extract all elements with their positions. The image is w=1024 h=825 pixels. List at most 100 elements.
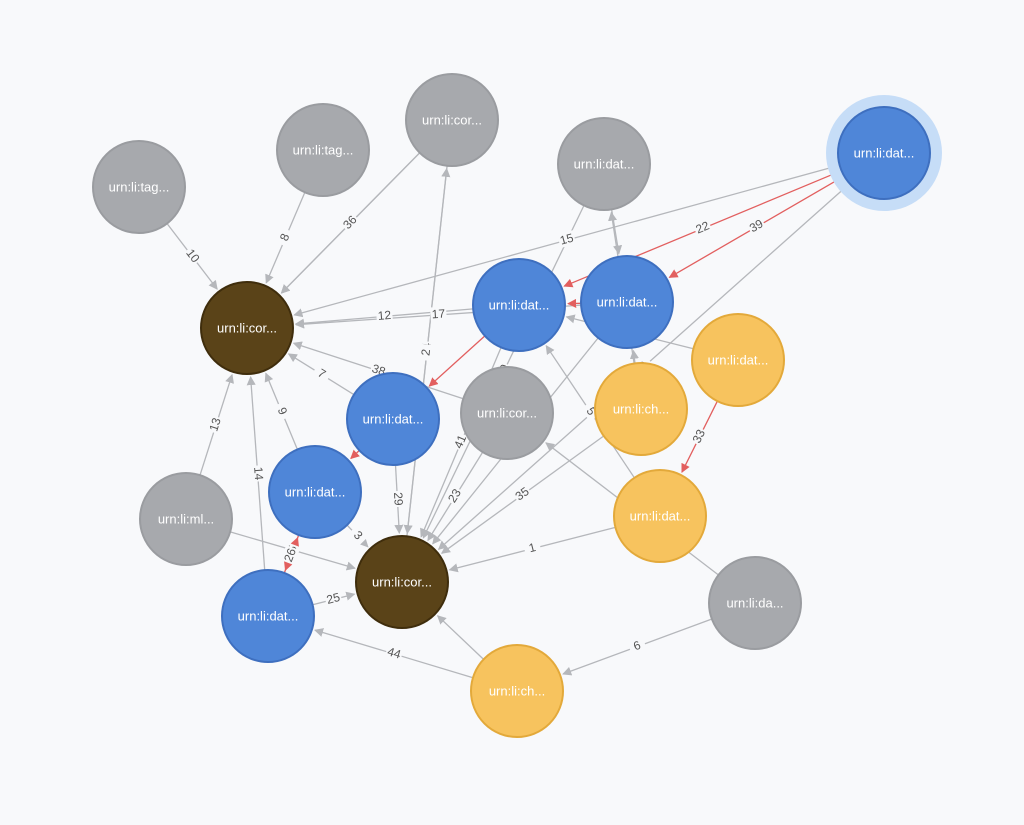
node-circle[interactable]: [594, 362, 688, 456]
node-circle[interactable]: [557, 117, 651, 211]
graph-node-n6[interactable]: urn:li:cor...: [200, 281, 294, 375]
edge-n4-n8[interactable]: [610, 209, 623, 255]
edge-label: 6: [631, 638, 642, 654]
graph-node-n13[interactable]: urn:li:ml...: [139, 472, 233, 566]
edge-label-group: 3: [347, 524, 369, 546]
edge-label-background: [182, 245, 204, 267]
edge-label-group: 15: [557, 230, 577, 249]
node-label: urn:li:cor...: [477, 406, 537, 421]
graph-node-n5[interactable]: urn:li:dat...: [826, 95, 942, 211]
edge-label: 9: [275, 405, 291, 417]
node-label: urn:li:dat...: [363, 412, 424, 427]
edge-label: 29: [391, 492, 406, 506]
edge-label-background: [323, 589, 343, 608]
edge-label-background: [557, 230, 577, 249]
node-circle[interactable]: [405, 73, 499, 167]
edge-label: 25: [325, 590, 342, 607]
edge-label-group: 12: [375, 307, 393, 324]
edge-label-group: 1: [522, 538, 542, 557]
edge-label-background: [275, 227, 295, 248]
node-circle[interactable]: [92, 140, 186, 234]
edge-label-group: 14: [251, 464, 267, 482]
node-circle[interactable]: [200, 281, 294, 375]
graph-node-n14[interactable]: urn:li:dat...: [268, 445, 362, 539]
edge-label-group: 23: [444, 485, 465, 507]
node-label: urn:li:cor...: [372, 575, 432, 590]
edge-label: 23: [445, 486, 464, 505]
graph-node-n12[interactable]: urn:li:ch...: [594, 362, 688, 456]
graph-node-n2[interactable]: urn:li:tag...: [276, 103, 370, 197]
node-circle[interactable]: [691, 313, 785, 407]
edge-label-background: [688, 425, 709, 447]
edge-label-background: [280, 545, 300, 566]
edge-label: 26: [281, 546, 299, 564]
node-label: urn:li:tag...: [293, 143, 354, 158]
edge-n10-n14[interactable]: [350, 449, 360, 460]
graph-node-n17[interactable]: urn:li:dat...: [221, 569, 315, 663]
edge-label-background: [251, 464, 267, 482]
edge-label: 33: [690, 427, 709, 445]
node-circle[interactable]: [708, 556, 802, 650]
graph-node-n1[interactable]: urn:li:tag...: [92, 140, 186, 234]
edge-label-background: [375, 307, 393, 324]
graph-node-n8[interactable]: urn:li:dat...: [580, 255, 674, 349]
graph-node-n15[interactable]: urn:li:dat...: [613, 469, 707, 563]
graph-node-n11[interactable]: urn:li:cor...: [460, 366, 554, 460]
node-circle[interactable]: [837, 106, 931, 200]
node-label: urn:li:da...: [726, 596, 783, 611]
edge-label: 44: [386, 644, 403, 661]
graph-node-n4[interactable]: urn:li:dat...: [557, 117, 651, 211]
edge-label: 17: [431, 306, 446, 321]
node-label: urn:li:dat...: [574, 157, 635, 172]
edge-label-group: 25: [323, 589, 343, 608]
edge-label-group: 41: [450, 431, 470, 452]
node-circle[interactable]: [580, 255, 674, 349]
graph-node-n9[interactable]: urn:li:dat...: [691, 313, 785, 407]
node-circle[interactable]: [355, 535, 449, 629]
graph-node-n16[interactable]: urn:li:cor...: [355, 535, 449, 629]
edge-label-group: 6: [627, 636, 647, 655]
edge-n19-n16[interactable]: [436, 615, 485, 660]
nodes-layer: urn:li:tag... urn:li:tag... urn:li:cor... u…: [92, 73, 942, 738]
node-label: urn:li:dat...: [597, 295, 658, 310]
node-circle[interactable]: [613, 469, 707, 563]
node-label: urn:li:tag...: [109, 180, 170, 195]
edge-label-group: 39: [745, 215, 767, 236]
edge-label-group: 26: [280, 545, 300, 566]
edge-label-group: 36: [339, 211, 361, 233]
edge-label-group: 2: [417, 343, 434, 362]
edge-label-background: [627, 636, 647, 655]
node-circle[interactable]: [470, 644, 564, 738]
edge-label-group: 33: [688, 425, 709, 447]
edge-n7-n10[interactable]: [428, 335, 486, 387]
edge-n12-n8[interactable]: [629, 349, 639, 364]
edge-label: 12: [377, 308, 392, 323]
node-circle[interactable]: [460, 366, 554, 460]
node-label: urn:li:cor...: [217, 321, 277, 336]
graph-node-n7[interactable]: urn:li:dat...: [472, 258, 566, 352]
edge-label-background: [692, 217, 713, 238]
node-circle[interactable]: [221, 569, 315, 663]
node-circle[interactable]: [276, 103, 370, 197]
node-circle[interactable]: [139, 472, 233, 566]
node-circle[interactable]: [346, 372, 440, 466]
graph-node-n18[interactable]: urn:li:da...: [708, 556, 802, 650]
edge-label-background: [390, 490, 406, 508]
edge-label-group: 13: [205, 414, 225, 435]
edge-label: 41: [451, 433, 469, 451]
edge-label: 39: [747, 216, 766, 235]
node-circle[interactable]: [268, 445, 362, 539]
node-circle[interactable]: [472, 258, 566, 352]
edge-label: 1: [527, 540, 537, 555]
graph-node-n3[interactable]: urn:li:cor...: [405, 73, 499, 167]
edge-label-background: [339, 211, 361, 233]
edge-label-group: 10: [182, 245, 204, 267]
graph-node-n19[interactable]: urn:li:ch...: [470, 644, 564, 738]
edge-label: 15: [558, 231, 575, 248]
edge-label: 36: [340, 212, 360, 232]
graph-node-n10[interactable]: urn:li:dat...: [346, 372, 440, 466]
node-label: urn:li:ch...: [489, 684, 545, 699]
edge-label: 22: [694, 218, 712, 236]
edge-label-background: [272, 400, 293, 422]
